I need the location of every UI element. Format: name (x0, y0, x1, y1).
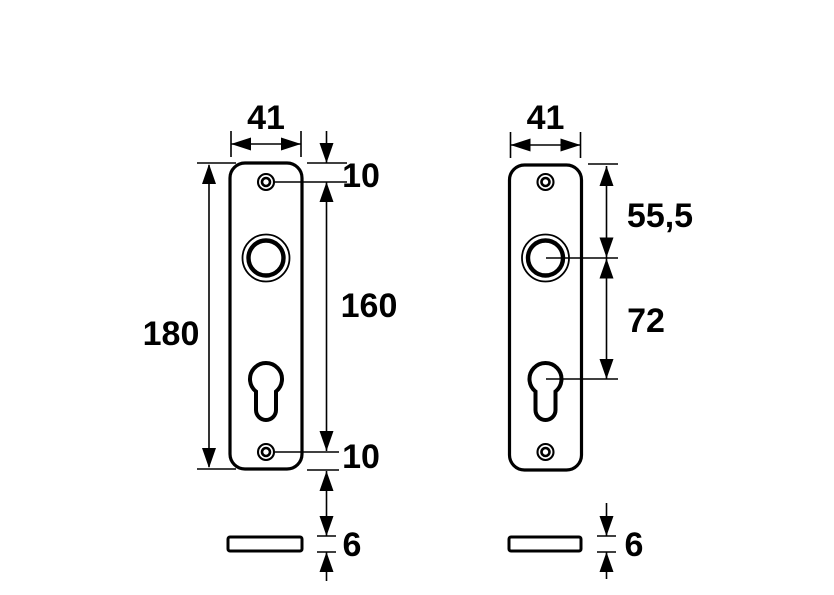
left-height-dimension: 180 (143, 162, 236, 470)
right-plate-side-view (507, 535, 583, 553)
left-euro-cylinder-hole (248, 361, 284, 422)
arrowhead-up (319, 471, 334, 491)
left-top-offset-label: 10 (342, 157, 380, 195)
arrowhead-left (510, 138, 531, 152)
arrowhead-down (202, 448, 216, 468)
arrowhead-down (319, 143, 334, 163)
arrowhead-down (599, 237, 614, 258)
arrowhead-down (319, 431, 334, 451)
left-top-offset-dimension: 10 (274, 131, 380, 202)
left-plate-outline (228, 161, 304, 471)
arrowhead-down (599, 359, 614, 379)
right-euro-cylinder-hole (527, 361, 564, 422)
right-width-label: 41 (527, 99, 565, 137)
left-thickness-label: 6 (343, 526, 362, 564)
arrowhead-up (599, 166, 614, 186)
arrowhead-down (599, 516, 614, 536)
left-width-label: 41 (247, 99, 285, 137)
right-top-screw-hole (536, 172, 555, 192)
right-handle-to-cylinder-dimension: 72 (546, 258, 665, 380)
left-bottom-offset-label: 10 (342, 438, 380, 476)
arrowhead-left (231, 137, 251, 151)
right-thickness-label: 6 (625, 526, 644, 564)
left-bottom-screw-hole (256, 442, 276, 462)
arrowhead-down (319, 516, 334, 536)
arrowhead-right (560, 138, 581, 152)
arrowhead-up (599, 258, 614, 279)
left-spacing-dimension: 160 (275, 182, 398, 453)
right-handle-hole (521, 233, 570, 283)
left-spacing-label: 160 (341, 287, 398, 325)
right-plate-outline (507, 163, 584, 472)
left-height-label: 180 (143, 315, 200, 353)
left-thickness-dimension: 6 (317, 516, 361, 581)
left-handle-hole (241, 233, 291, 283)
right-side-profile (507, 535, 583, 553)
left-width-dimension: 41 (230, 99, 302, 157)
arrowhead-up (202, 164, 216, 184)
right-thickness-dimension: 6 (597, 503, 643, 579)
left-plate-side-view (226, 535, 304, 553)
right-plate-front-view (507, 163, 584, 472)
left-side-profile (226, 535, 304, 553)
right-bottom-screw-hole (536, 442, 555, 462)
right-handle-to-cylinder-label: 72 (627, 302, 665, 340)
arrowhead-right (281, 137, 301, 151)
left-plate-front-view (228, 161, 304, 471)
right-width-dimension: 41 (509, 99, 582, 158)
left-bottom-offset-dimension: 10 (307, 438, 380, 536)
left-top-screw-hole (256, 172, 276, 192)
right-top-to-handle-label: 55,5 (627, 197, 693, 235)
